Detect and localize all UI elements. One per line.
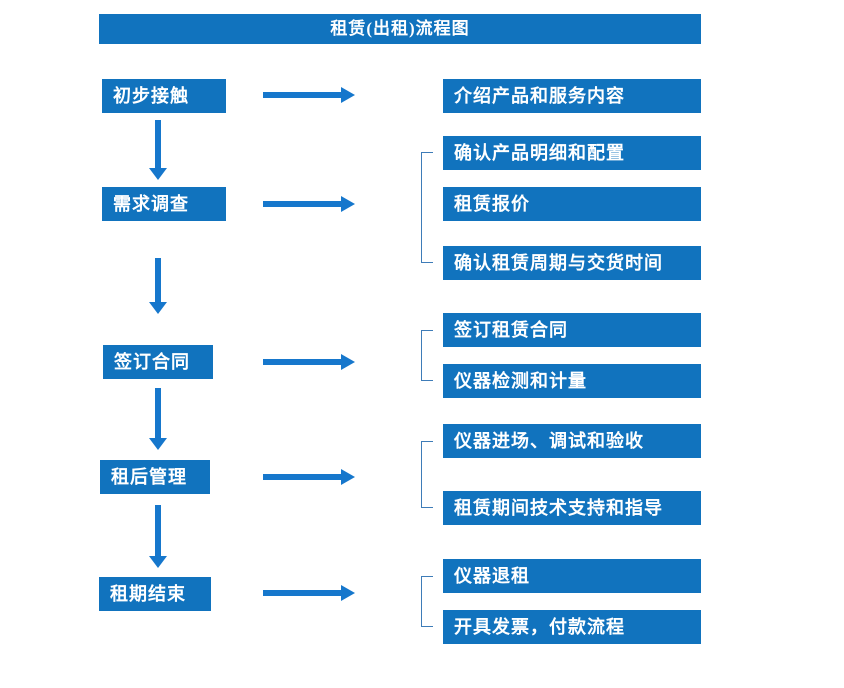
right-arrow-5 (263, 585, 355, 601)
output-box-sign-rental-contract: 签订租赁合同 (443, 313, 701, 347)
output-box-instrument-return: 仪器退租 (443, 559, 701, 593)
bracket-group-5 (421, 576, 433, 627)
right-arrow-4 (263, 469, 355, 485)
step-box-initial-contact: 初步接触 (102, 79, 226, 113)
down-arrow-4 (149, 505, 167, 568)
step-box-post-rental-management: 租后管理 (100, 460, 210, 494)
output-box-rental-quote: 租赁报价 (443, 187, 701, 221)
bracket-group-2 (421, 152, 433, 263)
right-arrow-3 (263, 354, 355, 370)
right-arrow-2 (263, 196, 355, 212)
output-box-confirm-rental-period: 确认租赁周期与交货时间 (443, 246, 701, 280)
right-arrow-1 (263, 87, 355, 103)
bracket-group-3 (421, 330, 433, 381)
down-arrow-2 (149, 258, 167, 314)
page-title: 租赁(出租)流程图 (99, 14, 701, 44)
step-box-lease-end: 租期结束 (99, 577, 211, 611)
output-box-confirm-product-details: 确认产品明细和配置 (443, 136, 701, 170)
step-box-demand-survey: 需求调查 (102, 187, 226, 221)
down-arrow-1 (149, 120, 167, 180)
output-box-invoice-payment: 开具发票，付款流程 (443, 610, 701, 644)
output-box-technical-support: 租赁期间技术支持和指导 (443, 491, 701, 525)
output-box-instrument-setup: 仪器进场、调试和验收 (443, 424, 701, 458)
bracket-group-4 (421, 441, 433, 508)
down-arrow-3 (149, 388, 167, 450)
step-box-sign-contract: 签订合同 (103, 345, 213, 379)
output-box-instrument-testing: 仪器检测和计量 (443, 364, 701, 398)
output-box-intro-products-services: 介绍产品和服务内容 (443, 79, 701, 113)
